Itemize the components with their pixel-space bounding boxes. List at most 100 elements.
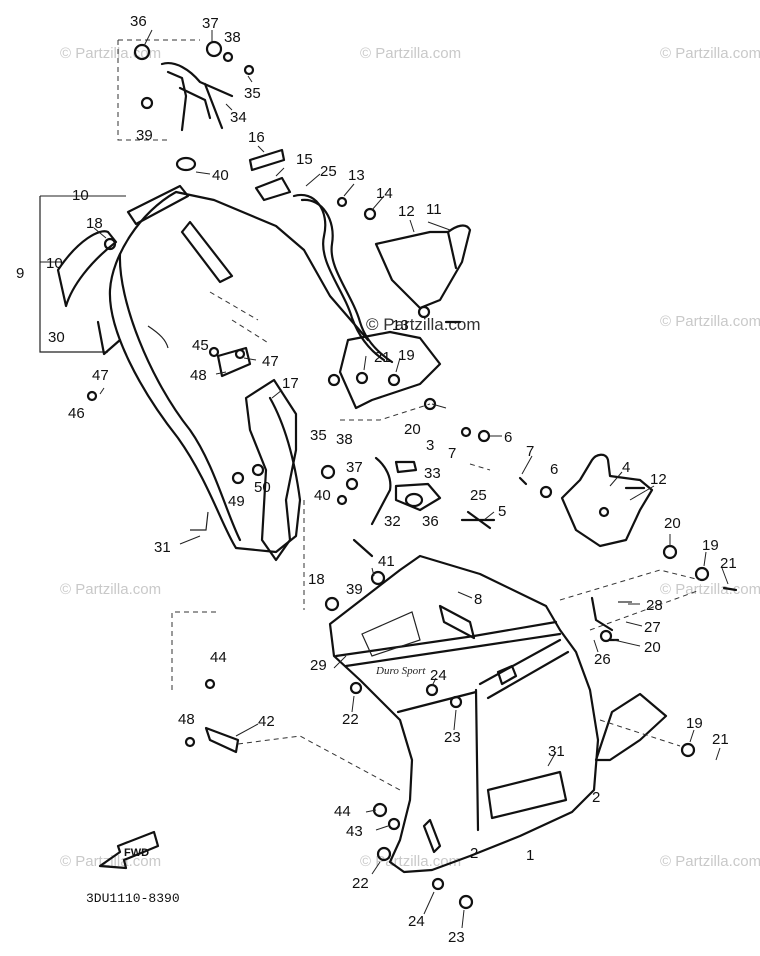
- upper-bracket-assembly: [117, 39, 255, 172]
- callout-21: 21: [374, 349, 391, 366]
- windscreen-trim: [39, 148, 292, 353]
- loose-hardware: [184, 196, 738, 910]
- callout-8: 8: [474, 591, 482, 608]
- callout-27: 27: [644, 619, 661, 636]
- callout-19: 19: [398, 347, 415, 364]
- callout-31: 31: [548, 743, 565, 760]
- watermark: © Partzilla.com: [660, 581, 760, 598]
- decal-text: Duro Sport: [375, 665, 426, 677]
- center-bracket: [320, 456, 496, 530]
- callout-47: 47: [262, 353, 279, 370]
- air-duct-left: [560, 453, 654, 548]
- watermark: © Partzilla.com: [60, 581, 161, 598]
- callout-44: 44: [210, 649, 227, 666]
- watermark-main: © Partzilla.com: [366, 315, 481, 334]
- callout-38: 38: [336, 431, 353, 448]
- callout-24: 24: [430, 667, 447, 684]
- callout-28: 28: [646, 597, 663, 614]
- meter-panel: [338, 305, 462, 410]
- callout-41: 41: [378, 553, 395, 570]
- callout-3: 3: [426, 437, 434, 454]
- reference-lines: [171, 403, 701, 791]
- callout-39: 39: [136, 127, 153, 144]
- callout-7: 7: [448, 445, 456, 462]
- callout-44: 44: [334, 803, 351, 820]
- callout-16: 16: [248, 129, 265, 146]
- callout-4: 4: [622, 459, 630, 476]
- fwd-arrow: FWD: [98, 830, 160, 870]
- callout-10: 10: [46, 255, 63, 272]
- air-duct-right: [374, 224, 472, 310]
- callout-19: 19: [686, 715, 703, 732]
- callout-11: 11: [426, 201, 442, 218]
- watermarks: © Partzilla.com © Partzilla.com © Partzi…: [60, 45, 760, 870]
- callout-20: 20: [644, 639, 661, 656]
- callout-labels: 36 37 38 35 34 39 40 16 15 25 13 14 12 1…: [16, 13, 737, 946]
- callout-36: 36: [422, 513, 439, 530]
- watermark: © Partzilla.com: [360, 853, 461, 870]
- callout-13: 13: [348, 167, 365, 184]
- callout-48: 48: [178, 711, 195, 728]
- callout-25: 25: [320, 163, 337, 180]
- inner-panel-left: [86, 346, 298, 562]
- callout-22: 22: [352, 875, 369, 892]
- callout-34: 34: [230, 109, 247, 126]
- callout-17: 17: [282, 375, 299, 392]
- callout-21: 21: [712, 731, 729, 748]
- upper-cowling: [96, 190, 370, 554]
- leader-lines: [93, 29, 729, 929]
- callout-49: 49: [228, 493, 245, 510]
- callout-40: 40: [314, 487, 331, 504]
- callout-20: 20: [664, 515, 681, 532]
- callout-1: 1: [526, 847, 534, 864]
- watermark: © Partzilla.com: [660, 313, 760, 330]
- cable-pipe-25: [292, 193, 394, 364]
- callout-18: 18: [308, 571, 325, 588]
- callout-12: 12: [650, 471, 667, 488]
- callout-6: 6: [504, 429, 512, 446]
- callout-37: 37: [346, 459, 363, 476]
- callout-38: 38: [224, 29, 241, 46]
- callout-31: 31: [154, 539, 171, 556]
- callout-7: 7: [526, 443, 534, 460]
- callout-18: 18: [86, 215, 103, 232]
- callout-26: 26: [594, 651, 611, 668]
- lower-cowling: Duro Sport: [328, 554, 696, 874]
- callout-48: 48: [190, 367, 207, 384]
- watermark: © Partzilla.com: [60, 853, 161, 870]
- callout-29: 29: [310, 657, 327, 674]
- callout-43: 43: [346, 823, 363, 840]
- callout-20: 20: [404, 421, 421, 438]
- diagram-code: 3DU1110-8390: [86, 891, 180, 906]
- callout-45: 45: [192, 337, 209, 354]
- callout-39: 39: [346, 581, 363, 598]
- callout-5: 5: [498, 503, 506, 520]
- callout-24: 24: [408, 913, 425, 930]
- callout-13: 13: [392, 317, 409, 334]
- callout-14: 14: [376, 185, 393, 202]
- callout-32: 32: [384, 513, 401, 530]
- callout-2: 2: [592, 789, 600, 806]
- watermark: © Partzilla.com: [660, 853, 760, 870]
- callout-22: 22: [342, 711, 359, 728]
- callout-12: 12: [398, 203, 415, 220]
- callout-30: 30: [48, 329, 65, 346]
- callout-25: 25: [470, 487, 487, 504]
- callout-47: 47: [92, 367, 109, 384]
- callout-40: 40: [212, 167, 229, 184]
- callout-9: 9: [16, 265, 24, 282]
- callout-2: 2: [470, 845, 478, 862]
- callout-50: 50: [254, 479, 271, 496]
- fwd-label: FWD: [124, 847, 149, 859]
- callout-21: 21: [720, 555, 737, 572]
- callout-15: 15: [296, 151, 313, 168]
- callout-35: 35: [310, 427, 327, 444]
- callout-42: 42: [258, 713, 275, 730]
- callout-35: 35: [244, 85, 261, 102]
- callout-6: 6: [550, 461, 558, 478]
- callout-37: 37: [202, 15, 219, 32]
- callout-19: 19: [702, 537, 719, 554]
- watermark: © Partzilla.com: [660, 45, 760, 62]
- callout-10: 10: [72, 187, 89, 204]
